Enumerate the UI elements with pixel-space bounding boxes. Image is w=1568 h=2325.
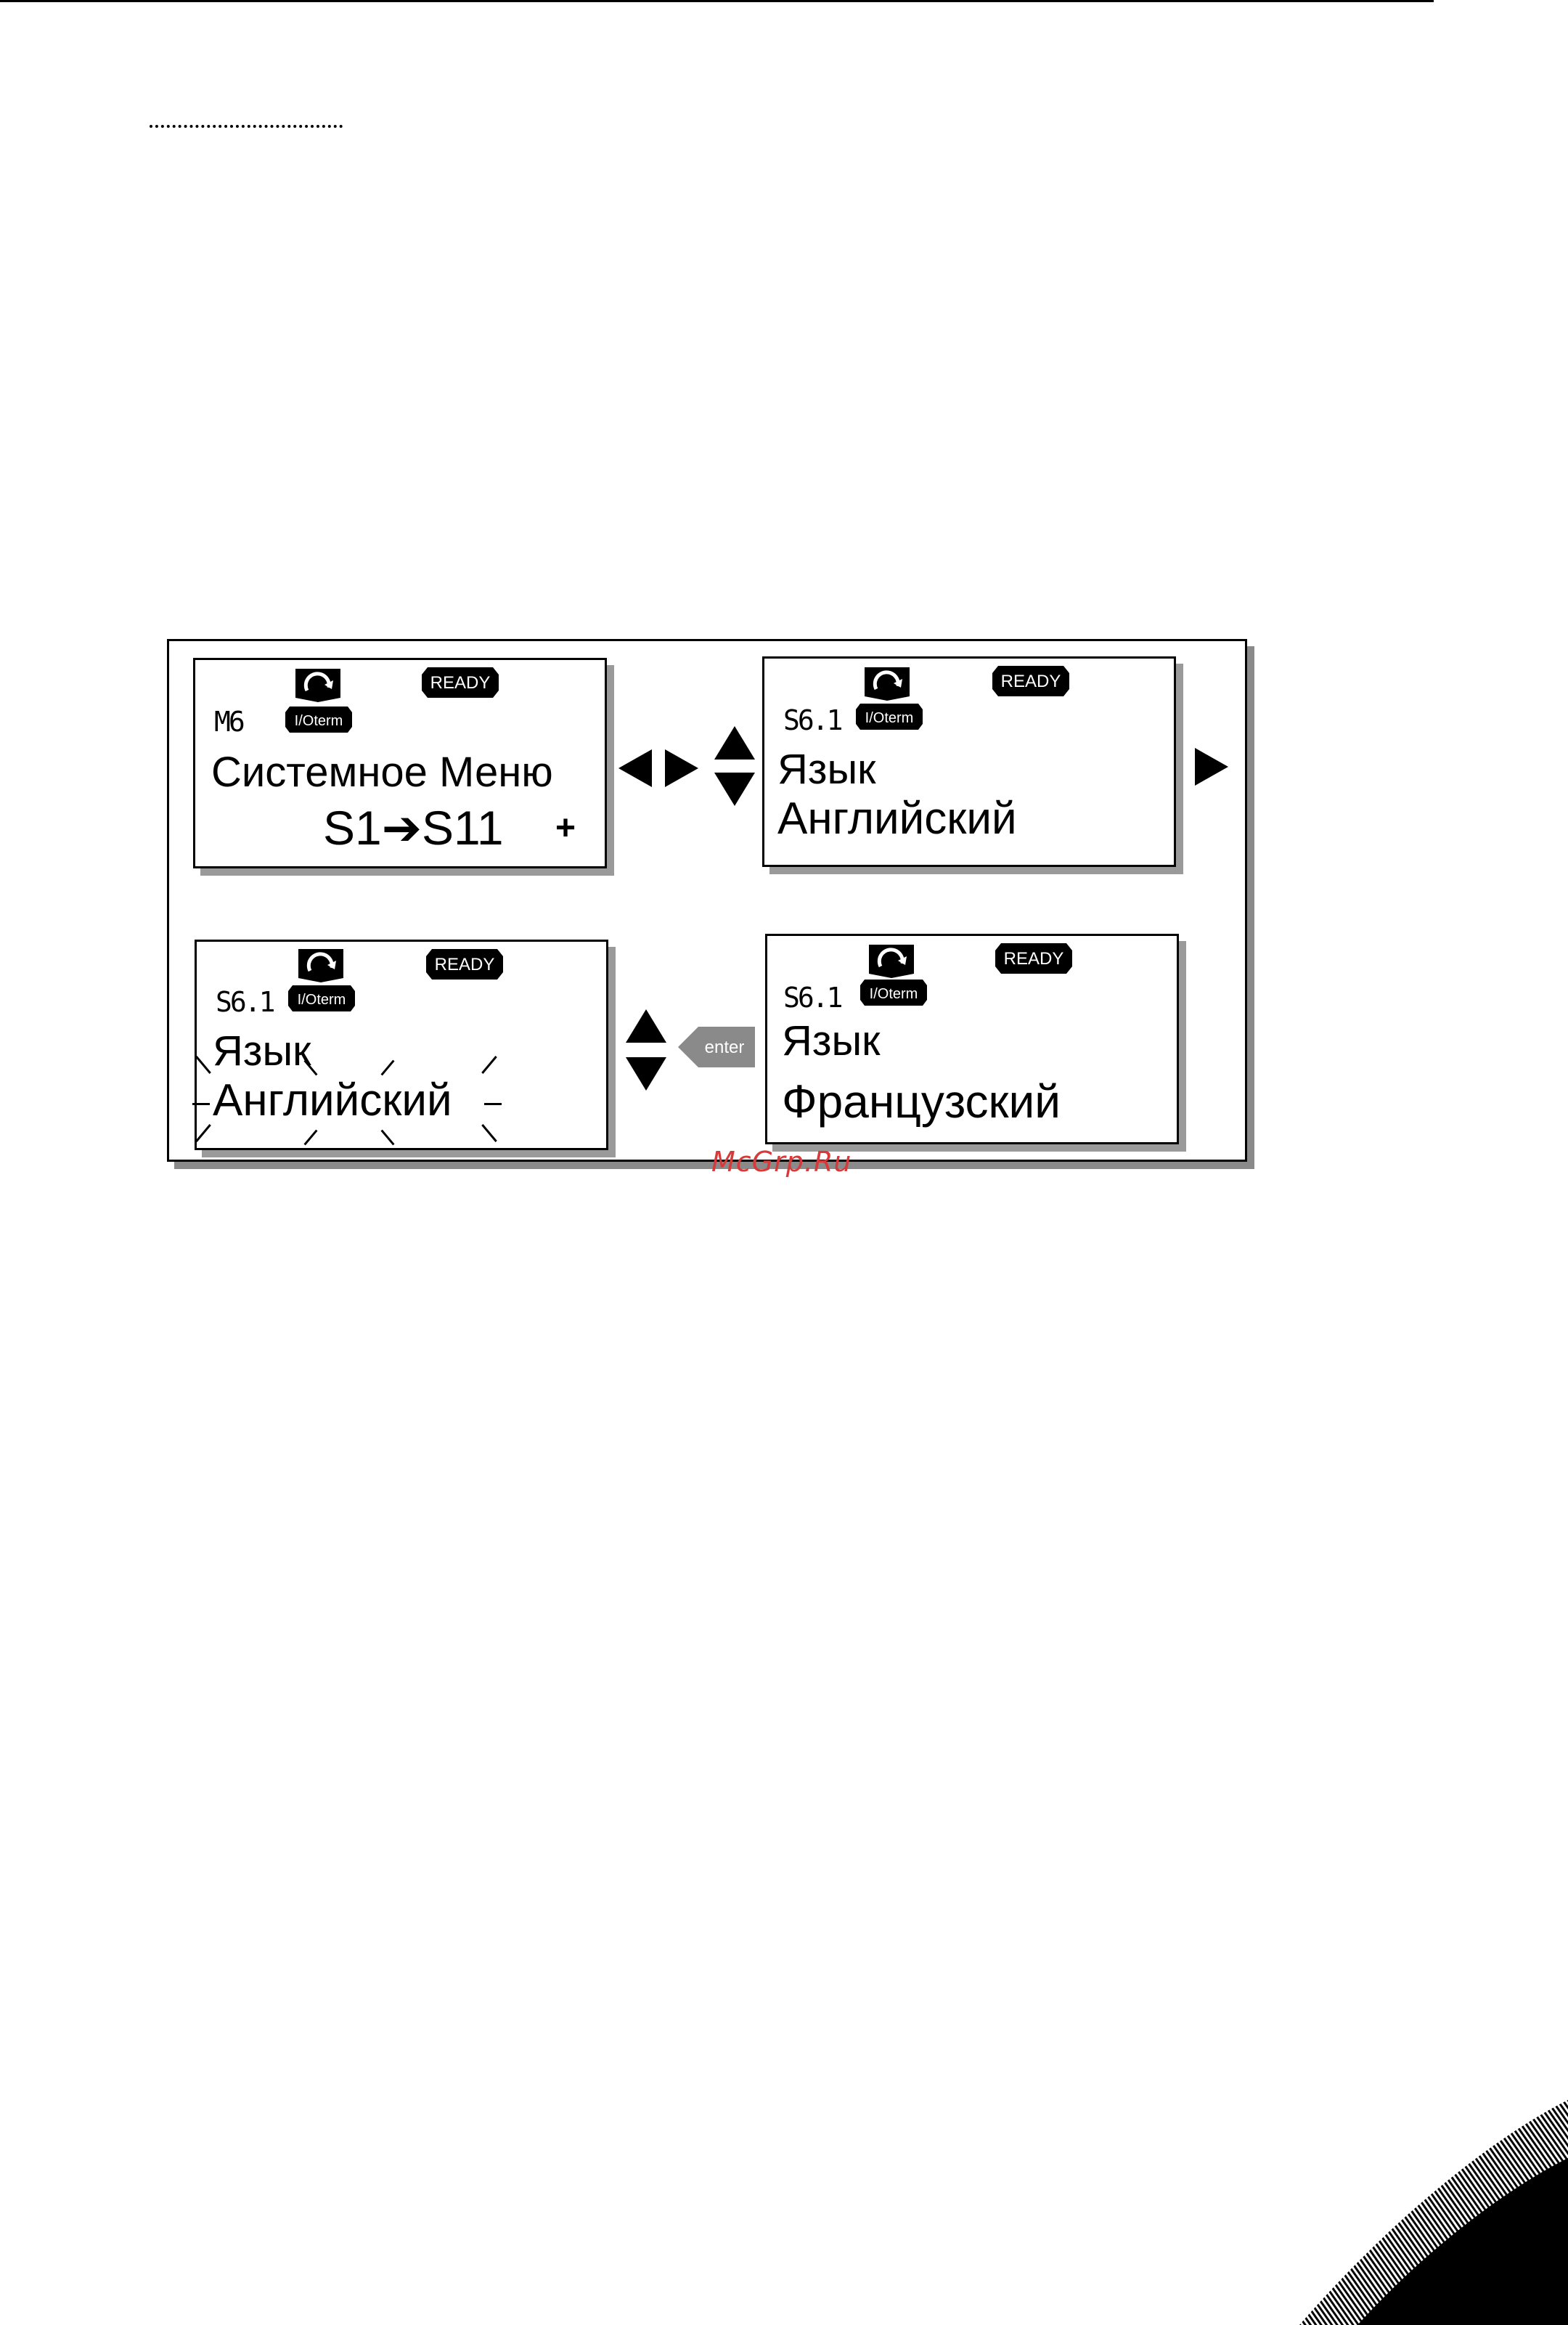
watermark: McGrp.Ru — [711, 1146, 852, 1178]
ioterm-icon: I/Oterm — [287, 984, 356, 1013]
blink-mark — [303, 1130, 317, 1146]
panel-line2: S1➔S11 — [323, 804, 504, 852]
ioterm-label: I/Oterm — [870, 986, 918, 1002]
blink-mark — [481, 1124, 497, 1142]
blink-mark — [195, 1056, 211, 1074]
ready-label: READY — [430, 673, 491, 693]
right-arrow-icon — [1195, 748, 1228, 786]
ioterm-label: I/Oterm — [298, 992, 346, 1008]
up-arrow-icon — [714, 726, 755, 760]
panel-line2: Французский — [782, 1078, 1061, 1125]
ioterm-icon: I/Oterm — [854, 702, 924, 731]
rotation-icon — [295, 946, 346, 984]
panel-system-menu: READY I/Oterm M6 Системное Меню S1➔S11 + — [193, 658, 607, 868]
panel-line1: Язык — [782, 1020, 881, 1062]
panel-code: S6.1 — [216, 988, 274, 1016]
down-arrow-icon — [714, 773, 755, 806]
dotted-rule — [150, 125, 343, 128]
ioterm-icon: I/Oterm — [859, 978, 928, 1007]
ready-label: READY — [1004, 949, 1064, 969]
left-arrow-icon — [618, 749, 652, 787]
panel-line2: Английский — [777, 797, 1017, 842]
blink-mark — [192, 1103, 210, 1105]
blink-mark — [484, 1103, 502, 1105]
panel-language-french: READY I/Oterm S6.1 Язык Французский — [765, 934, 1179, 1144]
ioterm-icon: I/Oterm — [284, 705, 354, 734]
ready-icon: READY — [994, 942, 1074, 975]
panel-line1: Язык — [213, 1030, 311, 1072]
rotation-icon — [293, 666, 343, 704]
panel-code: S6.1 — [783, 707, 841, 734]
ready-icon: READY — [425, 948, 505, 981]
panel-language-english-edit: READY I/Oterm S6.1 Язык Английский — [195, 940, 608, 1150]
up-arrow-icon — [626, 1009, 666, 1043]
ready-label: READY — [435, 955, 495, 974]
panel-code: S6.1 — [783, 984, 841, 1011]
blink-mark — [380, 1060, 394, 1076]
panel-line1: Системное Меню — [211, 752, 553, 794]
panel-code: M6 — [214, 708, 243, 736]
rotation-icon — [862, 664, 912, 702]
right-arrow-icon — [665, 749, 698, 787]
ioterm-label: I/Oterm — [295, 713, 343, 729]
panel-line1: Язык — [777, 749, 876, 791]
panel-line2: Английский — [213, 1078, 452, 1123]
down-arrow-icon — [626, 1057, 666, 1091]
panel-language-english: READY I/Oterm S6.1 Язык Английский — [762, 656, 1176, 867]
enter-key-icon: enter — [677, 1025, 756, 1069]
ready-icon: READY — [991, 664, 1071, 698]
ready-icon: READY — [420, 666, 500, 699]
enter-label: enter — [705, 1038, 745, 1057]
blink-mark — [380, 1130, 394, 1146]
blink-mark — [195, 1124, 211, 1142]
top-rule — [0, 0, 1434, 2]
rotation-icon — [866, 942, 917, 980]
ready-label: READY — [1001, 672, 1061, 691]
plus-marker: + — [555, 811, 576, 846]
ioterm-label: I/Oterm — [865, 710, 914, 726]
blink-mark — [481, 1056, 497, 1074]
corner-swoosh-graphic — [1234, 2020, 1568, 2325]
